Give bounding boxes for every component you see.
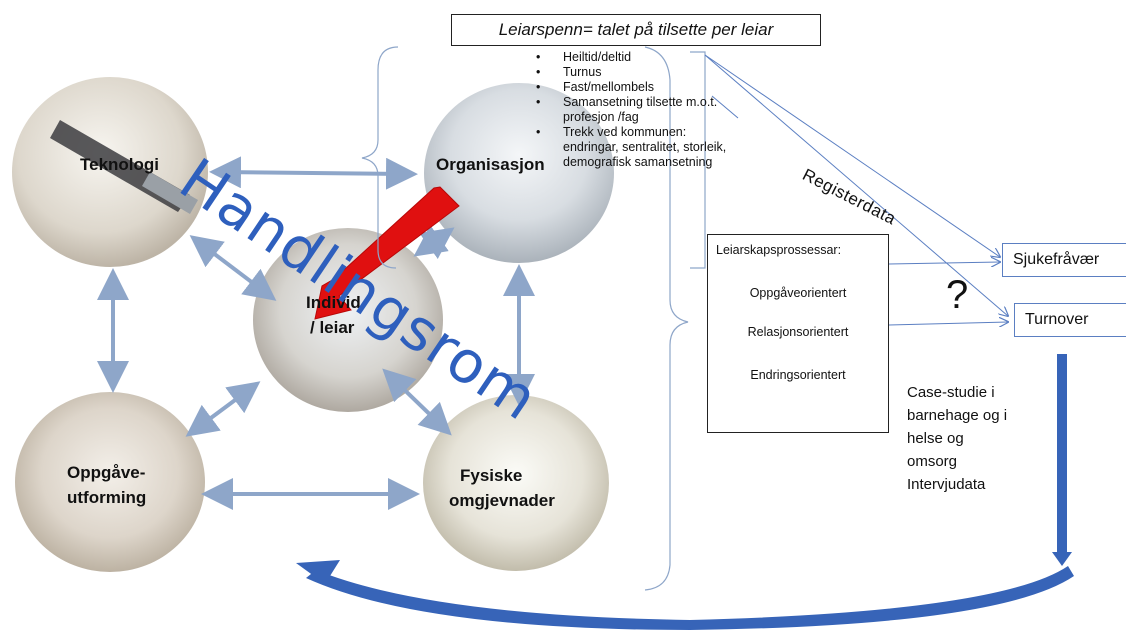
leiarspenn-bullet-list: Heiltid/deltid Turnus Fast/mellombels Sa… [536, 50, 726, 170]
individ-label-line2: / leiar [310, 318, 355, 337]
bullet-item-continuation: demografisk samansetning [563, 155, 713, 169]
individ-circle [253, 228, 443, 412]
bullet-item: Trekk ved kommunen: [536, 125, 726, 140]
left-curly-brace [361, 46, 399, 269]
case-study-line: Case-studie i [907, 384, 995, 401]
oppgave-circle [15, 392, 205, 572]
teknologi-label: Teknologi [80, 155, 160, 174]
organisasjon-label: Organisasjon [436, 155, 545, 174]
bullet-item-continuation: endringar, sentralitet, storleik, [563, 140, 727, 154]
fysiske-circle [423, 395, 609, 571]
question-mark: ? [946, 273, 969, 317]
feedback-curved-arrow [296, 354, 1074, 630]
oppgave-label-line1: Oppgåve- [67, 463, 146, 482]
fysiske-label-line1: Fysiske [460, 466, 523, 485]
bullet-item: Samansetning tilsette m.o.t. [536, 95, 726, 110]
process-item: Oppgåveorientert [749, 286, 847, 300]
individ-label-line1: Individ [306, 293, 361, 312]
case-study-line: Intervjudata [907, 476, 986, 493]
case-study-line: helse og [907, 430, 964, 447]
bullet-item: Heiltid/deltid [536, 50, 726, 65]
outcome-sjukefravaer: Sjukefråvær [1002, 243, 1126, 277]
process-item: Relasjonsorientert [747, 325, 849, 339]
red-arrow [314, 186, 460, 320]
process-box-title: Leiarskapsprossessar: [716, 243, 842, 257]
leiarskapsprosessar-box: Leiarskapsprossessar: Oppgåveorientert R… [707, 234, 889, 433]
case-study-text: Case-studie i barnehage og i helse og om… [907, 381, 1007, 496]
bullet-item-continuation: profesjon /fag [563, 110, 639, 124]
outcome-turnover: Turnover [1014, 303, 1126, 337]
leiarspenn-title-box: Leiarspenn= talet på tilsette per leiar [451, 14, 821, 46]
registerdata-lines [704, 54, 1008, 325]
case-study-line: barnehage og i [907, 407, 1008, 424]
case-study-line: omsorg [907, 453, 958, 470]
bullet-item: Turnus [536, 65, 726, 80]
oppgave-label-line2: utforming [67, 488, 147, 507]
bullet-item: Fast/mellombels [536, 80, 726, 95]
process-item: Endringsorientert [750, 368, 846, 382]
usb-stick-illustration [50, 120, 198, 214]
fysiske-label-line2: omgjevnader [449, 491, 555, 510]
